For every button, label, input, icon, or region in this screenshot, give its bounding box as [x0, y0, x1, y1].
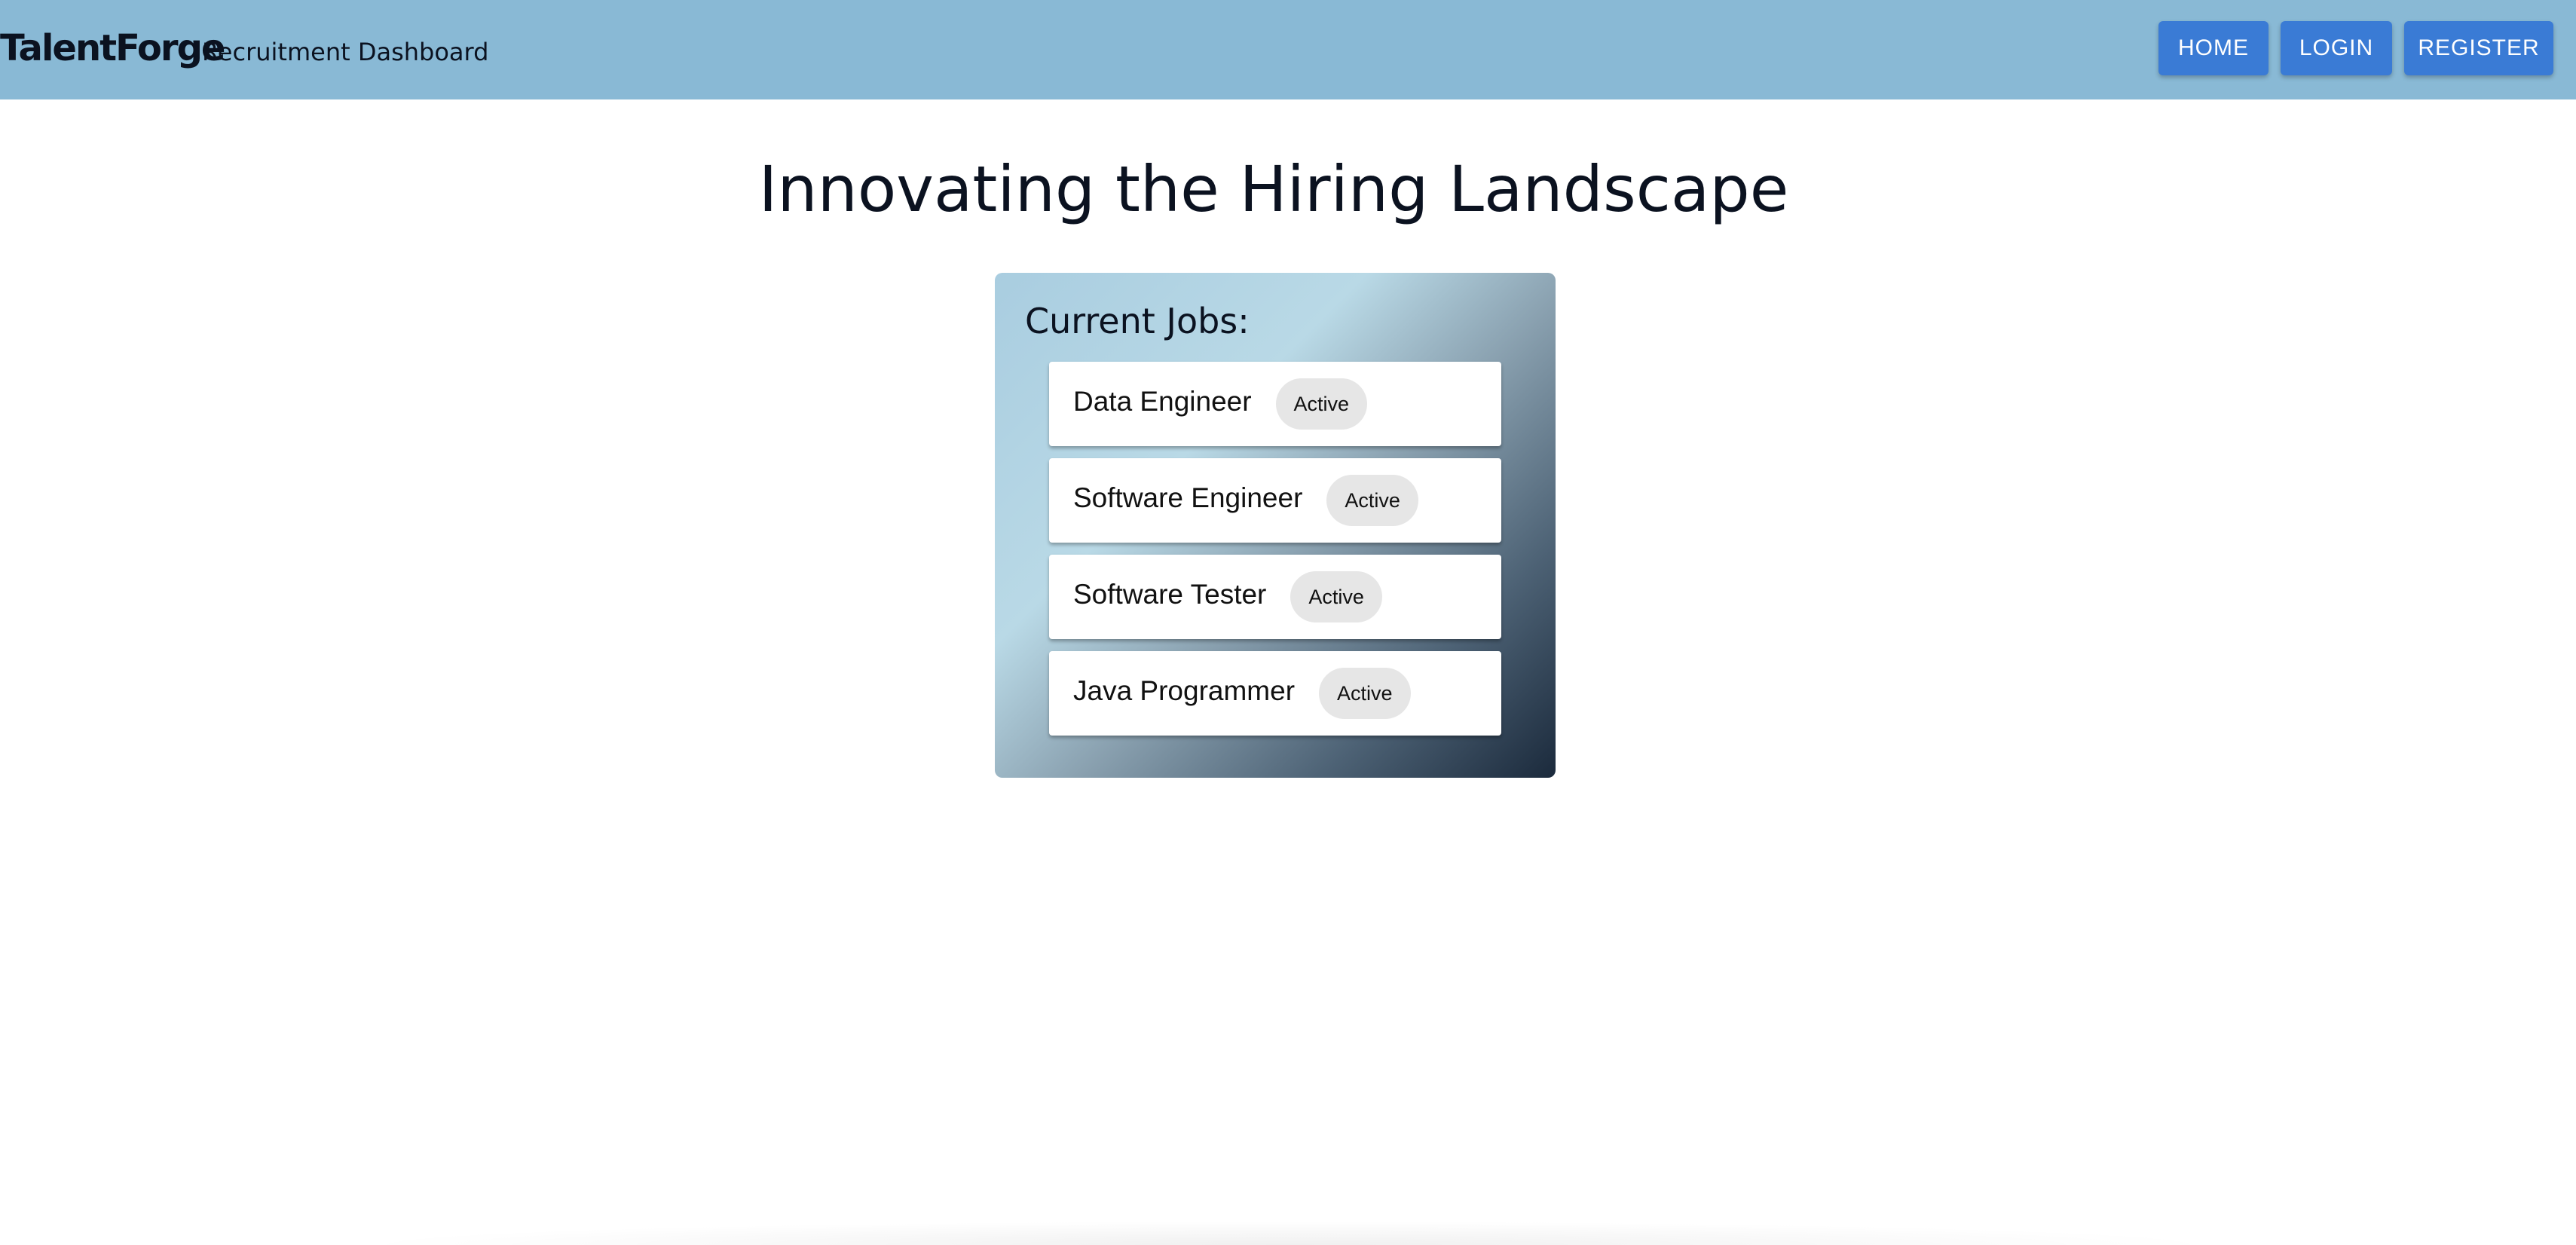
footer-shadow	[347, 1221, 2231, 1245]
app-subtitle: Recruitment Dashboard	[202, 38, 489, 66]
job-card-software-tester[interactable]: Software Tester Active	[1049, 555, 1501, 639]
current-jobs-panel: Current Jobs: Data Engineer Active Softw…	[995, 273, 1556, 778]
job-title: Data Engineer	[1073, 386, 1252, 417]
status-badge: Active	[1319, 668, 1411, 719]
job-card-software-engineer[interactable]: Software Engineer Active	[1049, 458, 1501, 543]
register-button[interactable]: REGISTER	[2404, 21, 2553, 75]
brand-logo[interactable]: TalentForge	[0, 27, 225, 69]
page-title: Innovating the Hiring Landscape	[758, 152, 1789, 226]
home-button[interactable]: HOME	[2158, 21, 2269, 75]
job-title: Software Engineer	[1073, 482, 1303, 513]
login-button[interactable]: LOGIN	[2281, 21, 2392, 75]
status-badge: Active	[1326, 475, 1418, 526]
job-title: Java Programmer	[1073, 675, 1296, 706]
top-app-bar: TalentForge Recruitment Dashboard HOME L…	[0, 0, 2576, 99]
status-badge: Active	[1290, 571, 1382, 622]
job-card-data-engineer[interactable]: Data Engineer Active	[1049, 362, 1501, 446]
jobs-panel-heading: Current Jobs:	[1025, 301, 1250, 341]
job-title: Software Tester	[1073, 579, 1267, 610]
job-card-java-programmer[interactable]: Java Programmer Active	[1049, 651, 1501, 736]
status-badge: Active	[1275, 378, 1368, 430]
